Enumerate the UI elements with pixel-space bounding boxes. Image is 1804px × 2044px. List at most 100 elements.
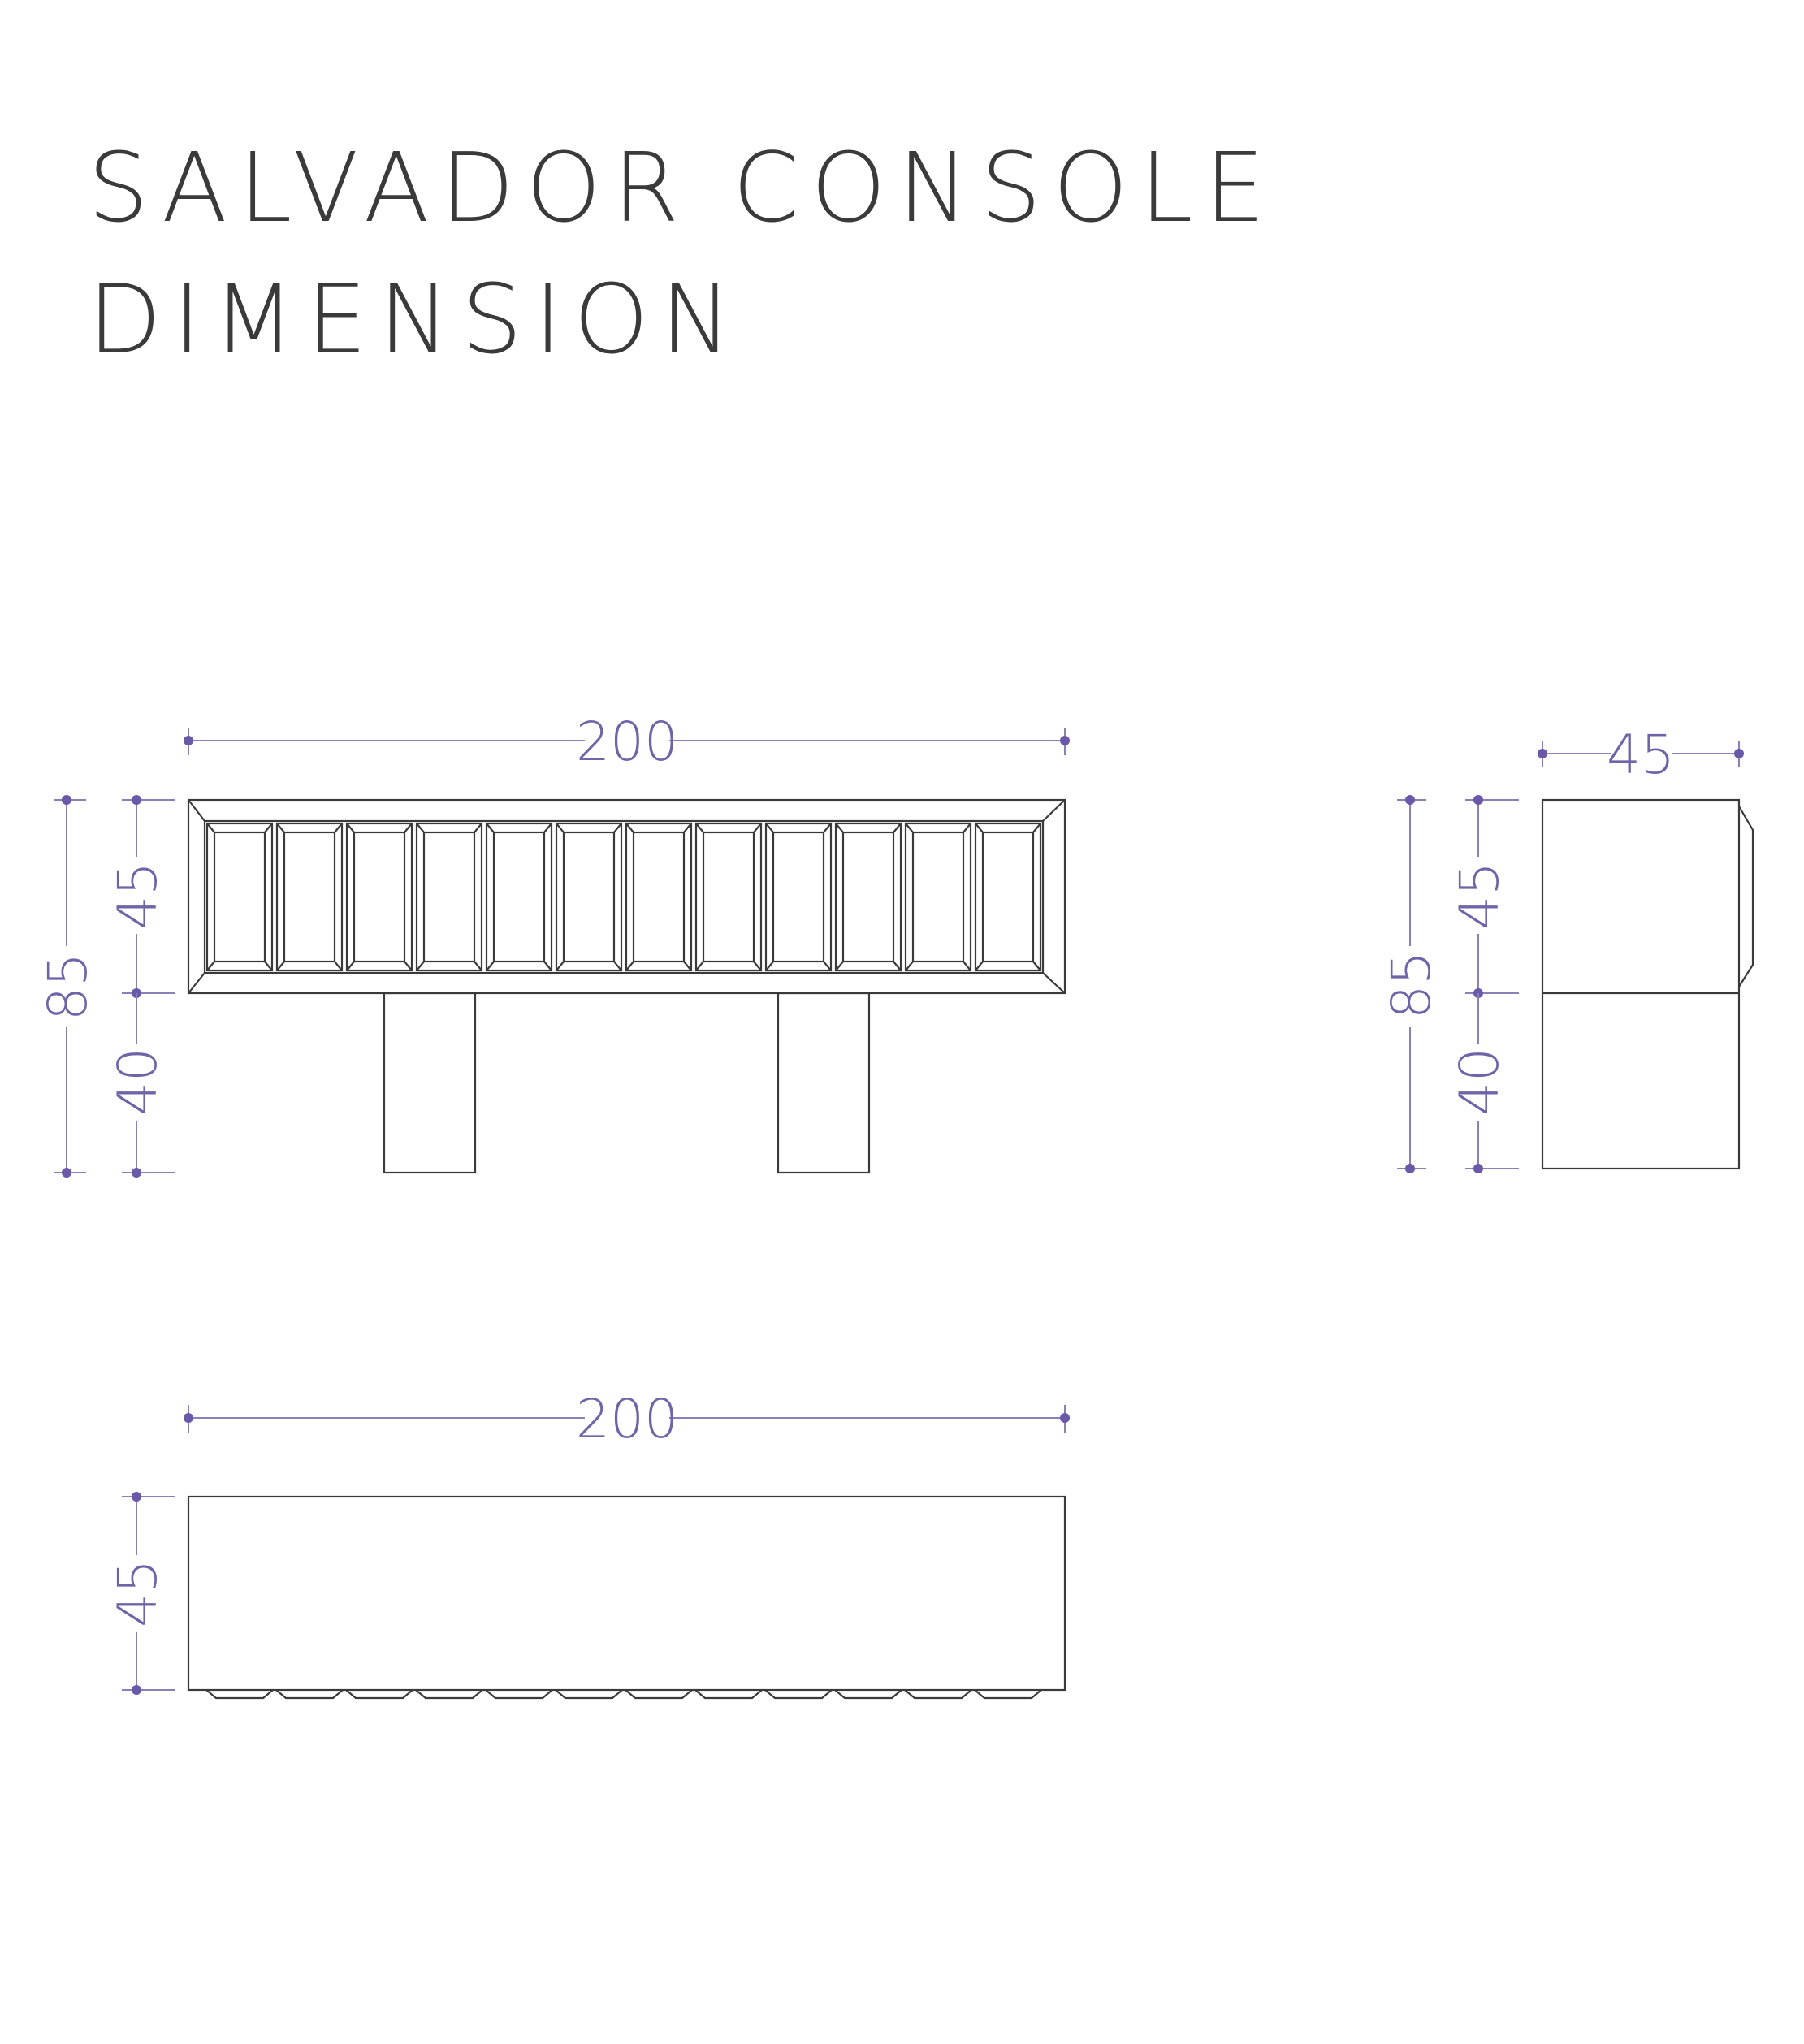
front-panel-bevel bbox=[276, 961, 285, 971]
front-leg-height-label: 40 bbox=[106, 1048, 169, 1116]
front-panel-bevel bbox=[264, 823, 273, 833]
front-leg-right bbox=[777, 992, 871, 1174]
front-panel bbox=[275, 822, 344, 972]
front-view: 200 85 45 40 bbox=[37, 711, 1070, 1178]
top-depth-label: 45 bbox=[106, 1559, 169, 1627]
front-bevel-tl bbox=[188, 799, 205, 822]
top-facet bbox=[694, 1689, 763, 1700]
front-panel-bevel bbox=[683, 823, 692, 833]
front-panel-bevel bbox=[486, 823, 495, 833]
front-panel-bevel bbox=[264, 961, 273, 971]
top-facet bbox=[345, 1689, 413, 1700]
front-panel-inset bbox=[911, 831, 965, 963]
top-body-outline bbox=[187, 1495, 1066, 1692]
front-panel-bevel bbox=[975, 823, 984, 833]
front-panel-inset bbox=[841, 831, 895, 963]
front-panel-bevel bbox=[404, 961, 413, 971]
front-panel-bevel bbox=[346, 823, 355, 833]
side-view: 45 85 45 40 bbox=[1380, 724, 1754, 1173]
front-panel-bevel bbox=[765, 823, 774, 833]
side-leg-height-label: 40 bbox=[1448, 1048, 1511, 1116]
title-line-1: SALVADOR CONSOLE bbox=[88, 132, 1277, 244]
front-panel-bevel bbox=[474, 823, 482, 833]
side-depth-label: 45 bbox=[1607, 724, 1675, 786]
front-panels bbox=[205, 822, 1042, 972]
side-total-height-dimension: 85 bbox=[1380, 795, 1443, 1173]
page-title: SALVADOR CONSOLE DIMENSION bbox=[88, 122, 1276, 385]
front-panel-bevel bbox=[905, 961, 914, 971]
front-panel-bevel bbox=[334, 823, 343, 833]
front-panel bbox=[974, 822, 1042, 972]
front-panel-inset bbox=[492, 831, 546, 963]
front-panel bbox=[694, 822, 763, 972]
front-width-label: 200 bbox=[576, 711, 678, 773]
front-panel-bevel bbox=[474, 961, 482, 971]
front-panel-bevel bbox=[625, 961, 634, 971]
front-panel-inset bbox=[283, 831, 336, 963]
front-panel bbox=[485, 822, 553, 972]
front-panel-inset bbox=[353, 831, 406, 963]
front-panel-bevel bbox=[823, 823, 832, 833]
front-panel-bevel bbox=[334, 961, 343, 971]
front-body-height-label: 45 bbox=[106, 862, 169, 930]
front-panel-bevel bbox=[543, 823, 552, 833]
front-panel-bevel bbox=[695, 823, 704, 833]
front-leg-left bbox=[383, 992, 477, 1174]
front-panel-bevel bbox=[625, 823, 634, 833]
front-panel-bevel bbox=[416, 823, 425, 833]
top-facet bbox=[485, 1689, 553, 1700]
front-panel-bevel bbox=[753, 823, 762, 833]
side-total-height-label: 85 bbox=[1380, 951, 1443, 1019]
top-facet bbox=[555, 1689, 623, 1700]
top-facet bbox=[904, 1689, 972, 1700]
front-panel-inset bbox=[562, 831, 616, 963]
front-panel-bevel bbox=[695, 961, 704, 971]
front-panel-bevel bbox=[613, 823, 622, 833]
front-panel bbox=[345, 822, 413, 972]
front-panel bbox=[904, 822, 972, 972]
front-panel-bevel bbox=[404, 823, 413, 833]
front-panel-bevel bbox=[276, 823, 285, 833]
front-panel-bevel bbox=[416, 961, 425, 971]
front-panel-inset bbox=[213, 831, 266, 963]
top-front-facets bbox=[205, 1689, 1042, 1700]
front-leg-height-dimension: 40 bbox=[106, 993, 175, 1178]
front-panel-bevel bbox=[835, 823, 844, 833]
side-body-height-dimension: 45 bbox=[1448, 795, 1519, 998]
front-panel-bevel bbox=[556, 823, 565, 833]
top-facet bbox=[764, 1689, 833, 1700]
front-panel-inset bbox=[632, 831, 686, 963]
top-facet bbox=[205, 1689, 274, 1700]
top-width-dimension: 200 bbox=[184, 1388, 1070, 1450]
front-panel-bevel bbox=[1032, 961, 1041, 971]
top-facet bbox=[275, 1689, 344, 1700]
front-panel-inset bbox=[981, 831, 1035, 963]
front-panel bbox=[555, 822, 623, 972]
front-panel-bevel bbox=[823, 961, 832, 971]
top-depth-dimension: 45 bbox=[106, 1492, 175, 1695]
front-panel-bevel bbox=[683, 961, 692, 971]
front-panel-bevel bbox=[486, 961, 495, 971]
title-line-2: DIMENSION bbox=[88, 263, 744, 375]
top-width-label: 200 bbox=[576, 1388, 678, 1450]
front-panel-bevel bbox=[543, 961, 552, 971]
front-panel-bevel bbox=[613, 961, 622, 971]
front-width-dimension: 200 bbox=[184, 711, 1070, 773]
front-panel bbox=[834, 822, 902, 972]
front-inner-frame bbox=[203, 819, 1045, 974]
top-facet bbox=[625, 1689, 693, 1700]
front-panel-inset bbox=[422, 831, 476, 963]
front-panel-bevel bbox=[753, 961, 762, 971]
top-view: 200 45 bbox=[106, 1388, 1070, 1700]
side-depth-dimension: 45 bbox=[1538, 724, 1744, 786]
front-panel-bevel bbox=[893, 823, 902, 833]
top-facet bbox=[834, 1689, 902, 1700]
front-panel bbox=[764, 822, 833, 972]
side-body-height-label: 45 bbox=[1448, 862, 1511, 930]
front-panel-bevel bbox=[963, 823, 971, 833]
top-facet bbox=[415, 1689, 483, 1700]
front-panel-bevel bbox=[893, 961, 902, 971]
front-total-height-dimension: 85 bbox=[37, 795, 99, 1178]
side-body-outline bbox=[1541, 798, 1741, 1170]
